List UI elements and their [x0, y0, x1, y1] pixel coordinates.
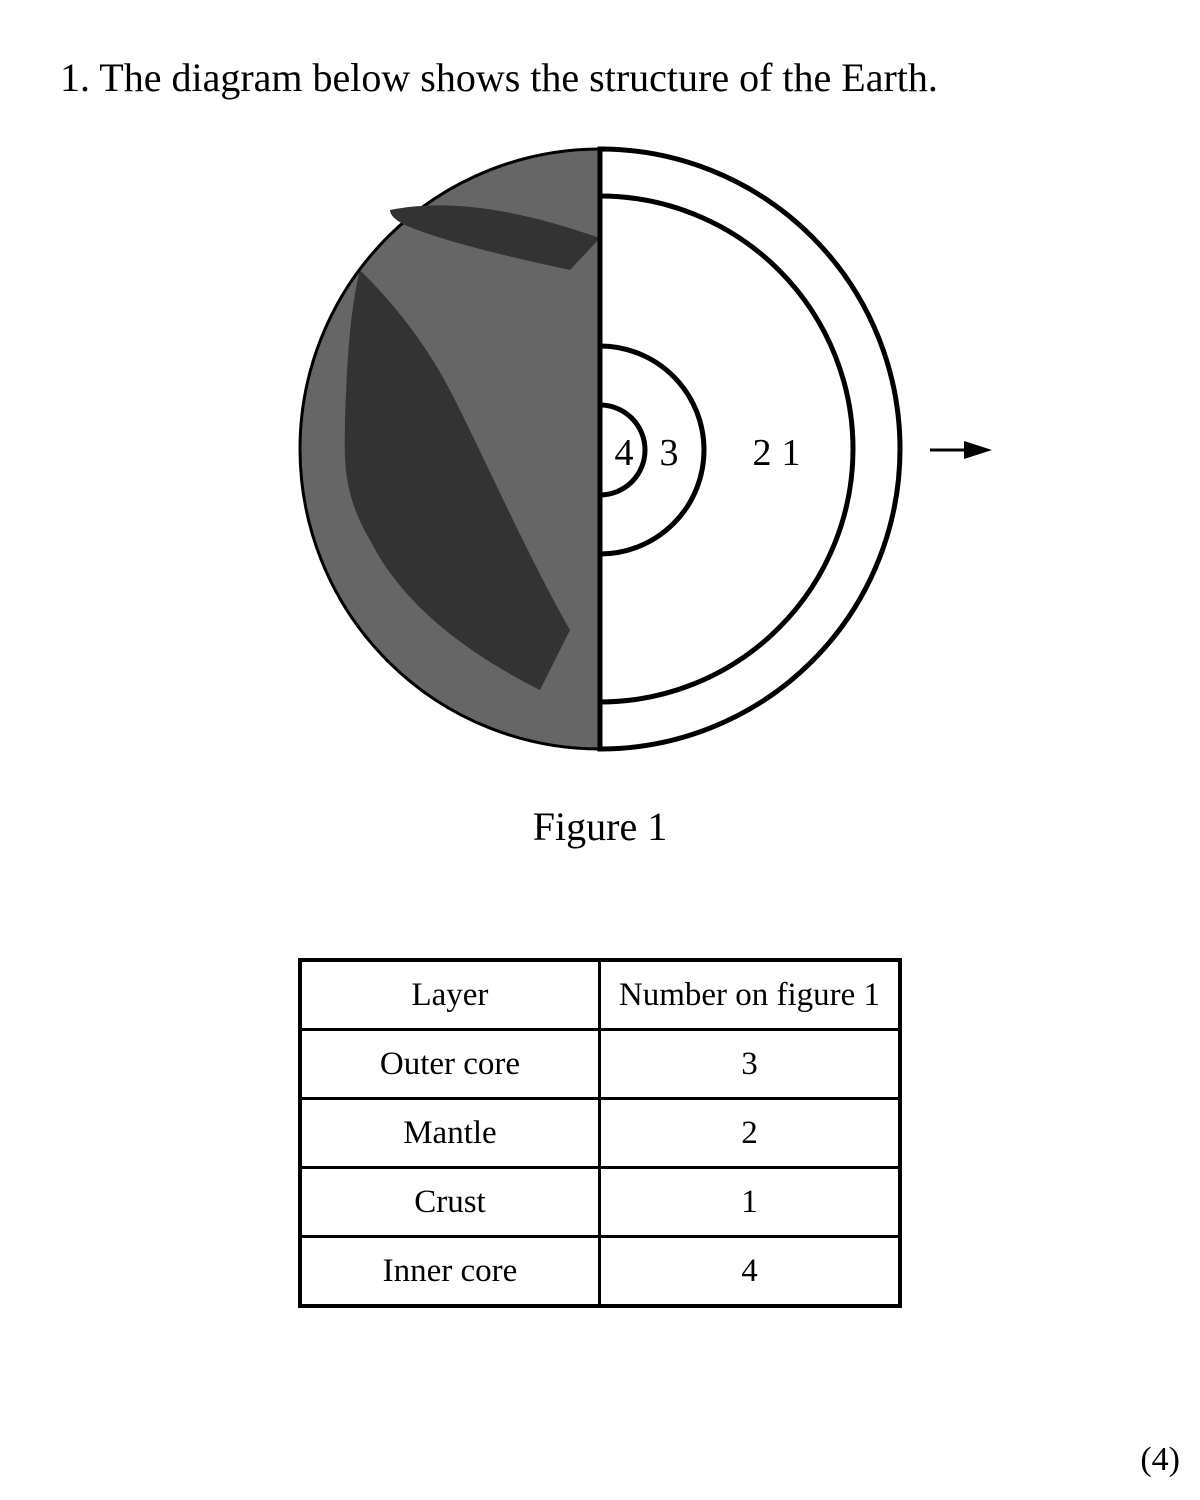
header-number: Number on figure 1 [597, 958, 902, 1031]
cell-layer-name: Inner core [298, 1235, 601, 1308]
table-header-row: Layer Number on figure 1 [298, 958, 902, 1031]
question-text: 1. The diagram below shows the structure… [60, 55, 938, 100]
continent-shape-small [390, 205, 600, 270]
earth-structure-diagram: 4 3 2 1 [298, 146, 992, 752]
arrow-right-icon [964, 441, 992, 459]
outer-core-outline [599, 343, 707, 557]
header-layer: Layer [298, 958, 601, 1031]
cell-layer-name: Crust [298, 1166, 601, 1238]
cell-layer-name: Outer core [298, 1028, 601, 1100]
cell-layer-number: 3 [597, 1028, 902, 1100]
label-crust-number: 1 [782, 432, 801, 474]
continent-shape-large [344, 270, 570, 690]
table-row: Mantle 2 [298, 1097, 902, 1169]
cell-layer-name: Mantle [298, 1097, 601, 1169]
label-inner-core-number: 4 [615, 432, 634, 474]
label-mantle-number: 2 [753, 432, 772, 474]
cell-layer-number: 1 [597, 1166, 902, 1238]
table-row: Outer core 3 [298, 1028, 902, 1100]
cell-layer-number: 2 [597, 1097, 902, 1169]
cell-layer-number: 4 [597, 1235, 902, 1308]
layers-table: Layer Number on figure 1 Outer core 3 Ma… [298, 958, 902, 1308]
table-row: Crust 1 [298, 1166, 902, 1238]
mantle-outline [599, 193, 856, 705]
figure-caption: Figure 1 [532, 804, 668, 849]
table-row: Inner core 4 [298, 1235, 902, 1308]
crust-outline [597, 146, 903, 752]
label-outer-core-number: 3 [660, 432, 679, 474]
inner-core-outline [599, 402, 648, 498]
marks-available: (4) [1140, 1441, 1180, 1478]
